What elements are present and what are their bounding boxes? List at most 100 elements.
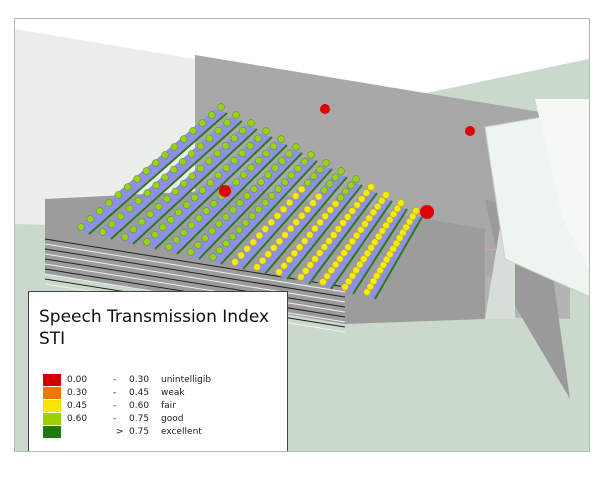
receiver-point [246, 142, 254, 150]
receiver-point [255, 231, 264, 240]
legend-separator: - [113, 401, 117, 411]
receiver-point [322, 159, 330, 167]
receiver-point [297, 273, 305, 281]
seat-row-edge [308, 192, 378, 285]
legend-separator: > [116, 427, 124, 437]
receiver-point [261, 198, 270, 207]
receiver-point [274, 185, 282, 193]
receiver-point [195, 214, 203, 222]
sound-source[interactable] [219, 185, 231, 197]
receiver-point [309, 199, 317, 207]
receiver-point [253, 263, 261, 271]
sound-source[interactable] [465, 126, 475, 136]
receiver-point [285, 255, 293, 264]
receiver-point [304, 179, 312, 187]
receiver-point [222, 142, 230, 150]
receiver-point [342, 187, 350, 196]
receiver-point [367, 183, 375, 191]
receiver-point [235, 226, 243, 234]
receiver-point [175, 208, 183, 217]
receiver-point [167, 216, 175, 224]
receiver-point [310, 172, 318, 180]
receiver-point [352, 231, 361, 240]
receiver-point [114, 191, 123, 199]
legend-high: 0.30 [129, 375, 150, 385]
receiver-point [367, 244, 375, 252]
receiver-point [353, 201, 361, 209]
receiver-point [190, 193, 199, 202]
receiver-point [142, 167, 151, 175]
receiver-point [290, 249, 299, 258]
sound-source[interactable] [320, 104, 330, 114]
receiver-point [215, 220, 223, 228]
legend-low: 0.45 [67, 401, 88, 411]
receiver-point [121, 233, 129, 241]
receiver-point [363, 288, 371, 296]
legend-row-good: 0.60 - 0.75 good [43, 413, 283, 425]
seat-row-edge [176, 144, 288, 255]
receiver-point [341, 283, 349, 291]
receiver-point [99, 228, 107, 236]
receiver-point [363, 249, 372, 258]
receiver-point [292, 192, 300, 200]
seat-row-edge [374, 216, 423, 300]
receiver-point [237, 251, 245, 260]
receiver-point [198, 119, 207, 127]
receiver-point [295, 243, 304, 251]
seat-row-edge [132, 128, 258, 245]
receiver-point [163, 195, 171, 203]
receiver-point [330, 231, 338, 239]
receiver-point [298, 185, 306, 194]
receiver-point [285, 150, 293, 158]
receiver-point [278, 157, 286, 165]
legend-high: 0.75 [129, 427, 150, 437]
legend-row-unintelligible: 0.00 - 0.30 unintelligib [43, 374, 283, 386]
receiver-point [229, 206, 237, 214]
receiver-point [123, 183, 132, 191]
receiver-point [371, 238, 379, 246]
receiver-point [331, 200, 340, 208]
receiver-point [379, 261, 387, 269]
receiver-point [222, 239, 230, 248]
receiver-point [202, 207, 211, 215]
receiver-point [170, 165, 178, 174]
receiver-point [331, 260, 340, 269]
receiver-point [201, 234, 209, 242]
receiver-point [382, 255, 391, 264]
receiver-point [258, 256, 267, 265]
receiver-point [412, 207, 420, 215]
receiver-point [392, 239, 401, 248]
receiver-point [187, 248, 195, 256]
receiver-point [402, 223, 410, 231]
receiver-point [301, 237, 309, 245]
legend-separator: - [113, 375, 117, 385]
receiver-point [331, 173, 340, 182]
receiver-point [336, 193, 345, 202]
seat-row-edge [264, 176, 348, 275]
tier-edge-line [44, 253, 346, 303]
receiver-point [275, 237, 284, 246]
legend-swatch [43, 426, 61, 438]
legend-row-excellent: > 0.75 excellent [43, 426, 283, 438]
seat-row-edge [242, 168, 333, 270]
receiver-point [275, 268, 283, 276]
acoustic-model-viewport[interactable]: Speech Transmission Index STI 0.00 - 0.3… [14, 18, 590, 452]
room-3d-model[interactable] [15, 19, 589, 451]
receiver-point [311, 255, 319, 263]
receiver-point [320, 243, 328, 251]
sound-source[interactable] [420, 205, 434, 219]
receiver-point [279, 205, 288, 213]
receiver-point [396, 234, 404, 242]
receiver-point [382, 191, 390, 199]
receiver-point [376, 266, 384, 275]
legend-high: 0.75 [129, 414, 150, 424]
receiver-point [179, 158, 187, 166]
receiver-point [236, 199, 244, 207]
receiver-point [316, 249, 324, 257]
receiver-point [409, 212, 417, 221]
receiver-point [228, 232, 237, 241]
receiver-point [348, 237, 357, 246]
receiver-point [138, 218, 146, 226]
receiver-point [264, 171, 272, 179]
receiver-point [230, 156, 239, 165]
